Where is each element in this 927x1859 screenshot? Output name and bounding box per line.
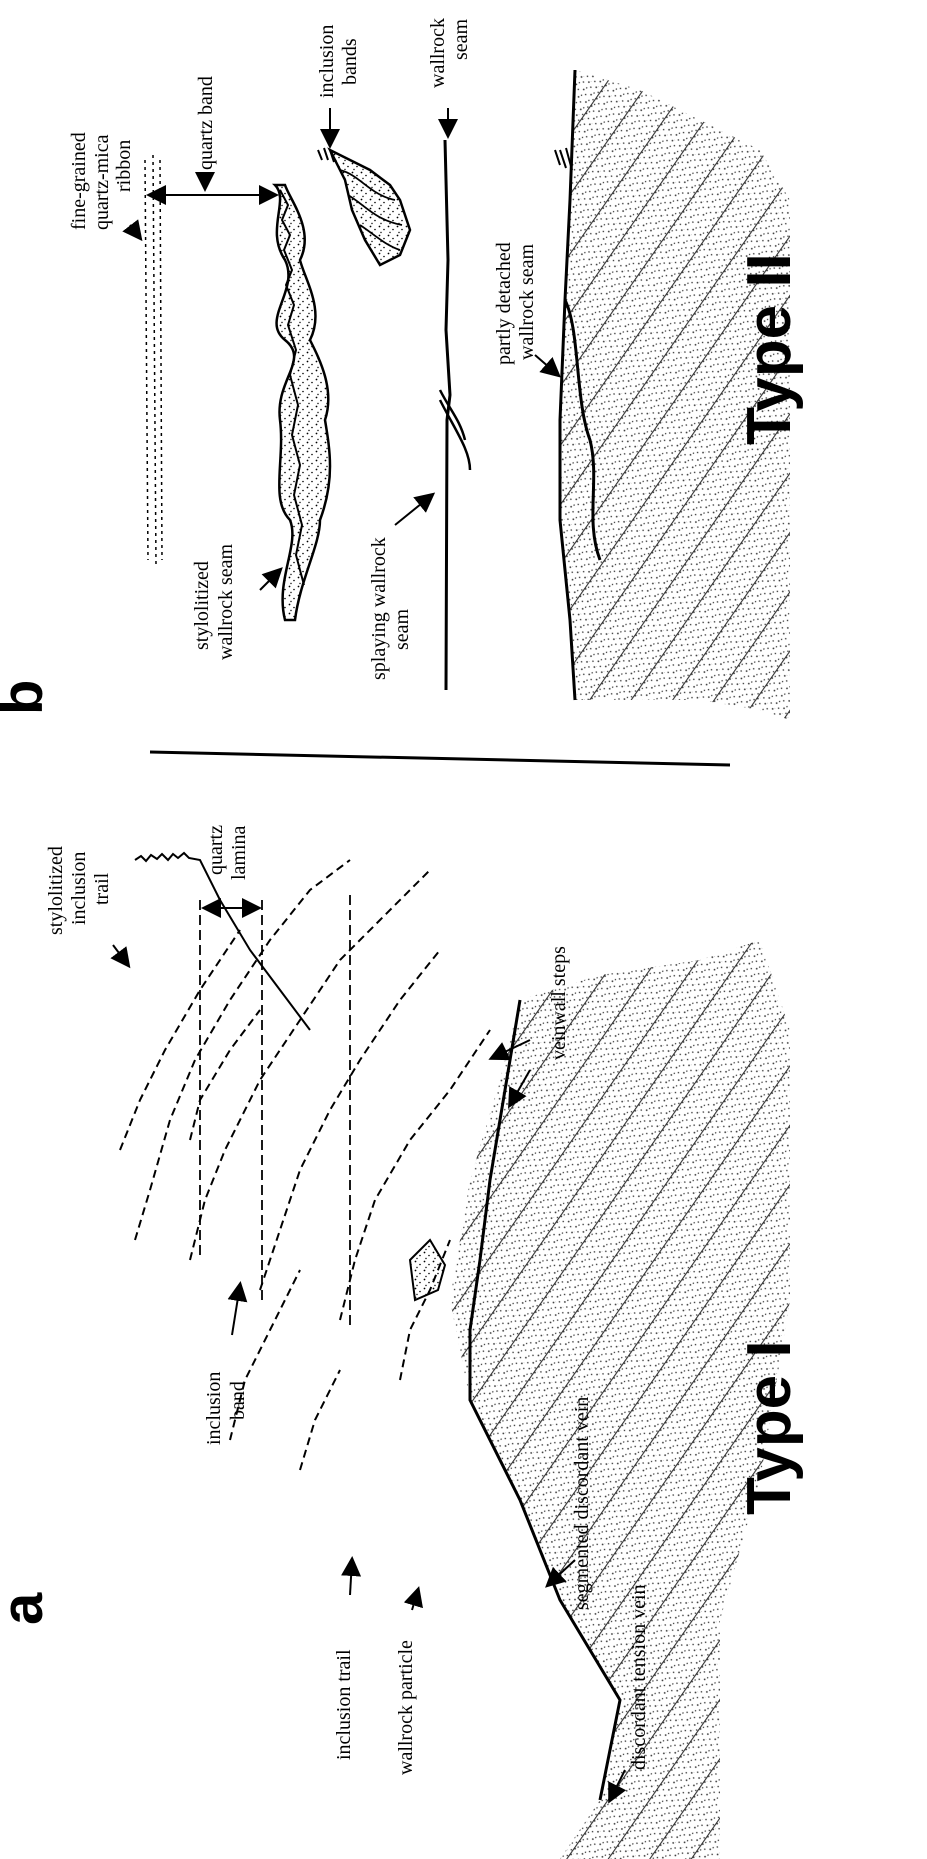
- svg-text:stylolitized: stylolitized: [191, 561, 213, 650]
- label-discordant-tension-vein: discordant tension vein: [628, 1584, 650, 1770]
- svg-text:lamina: lamina: [228, 825, 250, 880]
- svg-text:inclusion: inclusion: [316, 25, 338, 98]
- panel-b: b Type II fine-grained quartz-mica ribbo…: [0, 18, 804, 720]
- panel-a: a Type I stylolitized inclusion trail qu…: [0, 825, 804, 1859]
- quartz-lamina-lines: [200, 895, 350, 1330]
- label-inclusion-bands: inclusion bands: [316, 25, 361, 98]
- svg-text:wallrock: wallrock: [427, 18, 449, 88]
- splaying-seam: [440, 390, 470, 470]
- inclusion-bands-shape: [330, 150, 410, 265]
- svg-text:band: band: [227, 1381, 249, 1420]
- label-inclusion-band: inclusion band: [203, 1372, 249, 1445]
- svg-text:ribbon: ribbon: [113, 140, 135, 192]
- panel-b-letter: b: [0, 680, 55, 715]
- svg-text:seam: seam: [450, 18, 472, 60]
- type-i-label: Type I: [735, 1340, 804, 1515]
- label-wallrock-particle: wallrock particle: [395, 1640, 417, 1775]
- label-inclusion-trail: inclusion trail: [333, 1649, 355, 1760]
- label-stylolitized-wallrock-seam: stylolitized wallrock seam: [191, 543, 237, 660]
- label-veinwall-steps: veinwall steps: [548, 946, 570, 1060]
- svg-text:inclusion: inclusion: [203, 1372, 225, 1445]
- type-ii-label: Type II: [735, 253, 804, 445]
- svg-text:wallrock seam: wallrock seam: [516, 243, 538, 360]
- label-stylolitized-inclusion-trail: stylolitized inclusion trail: [45, 846, 113, 935]
- svg-text:inclusion: inclusion: [68, 852, 90, 925]
- svg-text:bands: bands: [339, 38, 361, 85]
- svg-text:stylolitized: stylolitized: [45, 846, 67, 935]
- wallrock-particle-shape: [410, 1240, 445, 1300]
- ribbon-b: [145, 155, 162, 565]
- label-wallrock-seam: wallrock seam: [427, 18, 472, 88]
- label-splaying-wallrock-seam: splaying wallrock seam: [368, 537, 413, 680]
- label-partly-detached-wallrock-seam: partly detached wallrock seam: [493, 242, 538, 365]
- label-fine-grained-ribbon: fine-grained quartz-mica ribbon: [68, 132, 135, 230]
- svg-text:trail: trail: [91, 872, 113, 905]
- svg-text:fine-grained: fine-grained: [68, 132, 90, 230]
- inclusion-trails: [120, 860, 490, 1470]
- svg-text:quartz-mica: quartz-mica: [91, 134, 113, 230]
- svg-text:partly detached: partly detached: [493, 242, 515, 365]
- svg-text:splaying wallrock: splaying wallrock: [368, 537, 390, 680]
- label-segmented-discordant-vein: segmented discordant vein: [571, 1397, 593, 1610]
- svg-text:wallrock seam: wallrock seam: [215, 543, 237, 660]
- label-quartz-lamina: quartz lamina: [205, 825, 250, 880]
- panel-a-letter: a: [0, 1592, 55, 1625]
- label-quartz-band: quartz band: [195, 76, 217, 170]
- panel-divider: [150, 752, 730, 765]
- svg-text:seam: seam: [391, 608, 413, 650]
- svg-text:quartz: quartz: [205, 825, 227, 875]
- stylolitized-trail-line: [135, 853, 310, 1030]
